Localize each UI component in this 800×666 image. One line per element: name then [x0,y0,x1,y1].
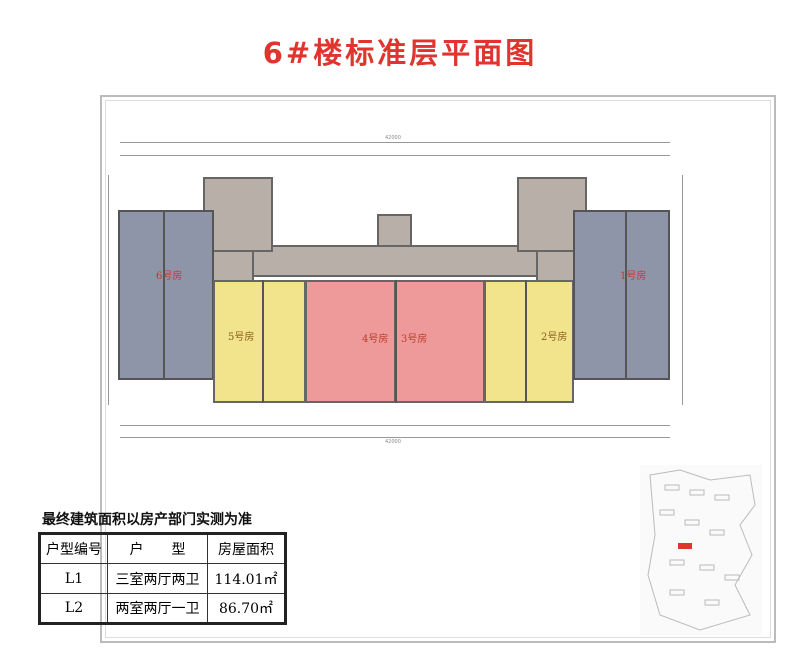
unit-label: 1号房 [620,271,647,282]
drawing-frame [100,95,776,643]
unit-3: 3号房 [395,280,485,403]
unit-4: 4号房 [305,280,396,403]
overall-dimension-top: 42000 [385,135,401,141]
table-row: L1 三室两厅两卫 114.01㎡ [39,563,286,594]
table-header-row: 户型编号 户 型 房屋面积 [39,533,286,564]
header-cell: 房屋面积 [207,533,286,564]
dimension-line-bottom-2 [120,437,670,438]
cell: L1 [39,563,108,594]
unit-6: 6号房 [118,210,214,380]
party-wall [395,280,397,403]
unit-1: 1号房 [573,210,670,380]
cell: 114.01㎡ [207,563,286,594]
overall-dimension-bottom: 42000 [385,439,401,445]
header-cell: 户型编号 [39,533,108,564]
unit-label: 3号房 [401,334,428,345]
unit-label: 2号房 [541,332,568,343]
table-row: L2 两室两厅一卫 86.70㎡ [39,593,286,624]
cell: 两室两厅一卫 [107,593,208,624]
dimension-line-right [682,175,683,405]
unit-type-table: 户型编号 户 型 房屋面积 L1 三室两厅两卫 114.01㎡ L2 两室两厅一… [38,532,287,625]
interior-wall [262,280,264,403]
unit-2: 2号房 [484,280,574,403]
cell: 86.70㎡ [207,593,286,624]
dimension-line-left [108,175,109,405]
unit-5: 5号房 [213,280,306,403]
unit-label: 6号房 [156,271,183,282]
dimension-line-top-2 [120,155,670,156]
header-cell: 户 型 [107,533,208,564]
corridor [250,245,546,277]
interior-wall [625,210,627,380]
interior-wall [163,210,165,380]
cell: 三室两厅两卫 [107,563,208,594]
current-building-marker [678,543,692,549]
page-title: 6#楼标准层平面图 [262,36,538,70]
dimension-line-bottom [120,425,670,426]
unit-label: 5号房 [228,332,255,343]
site-key-plan [640,465,762,635]
cell: L2 [39,593,108,624]
unit-label: 4号房 [362,334,389,345]
elevator-core [377,214,412,247]
interior-wall [525,280,527,403]
dimension-line-top [120,142,670,143]
area-note: 最终建筑面积以房产部门实测为准 [42,512,252,528]
site-map-drawing [647,469,756,631]
